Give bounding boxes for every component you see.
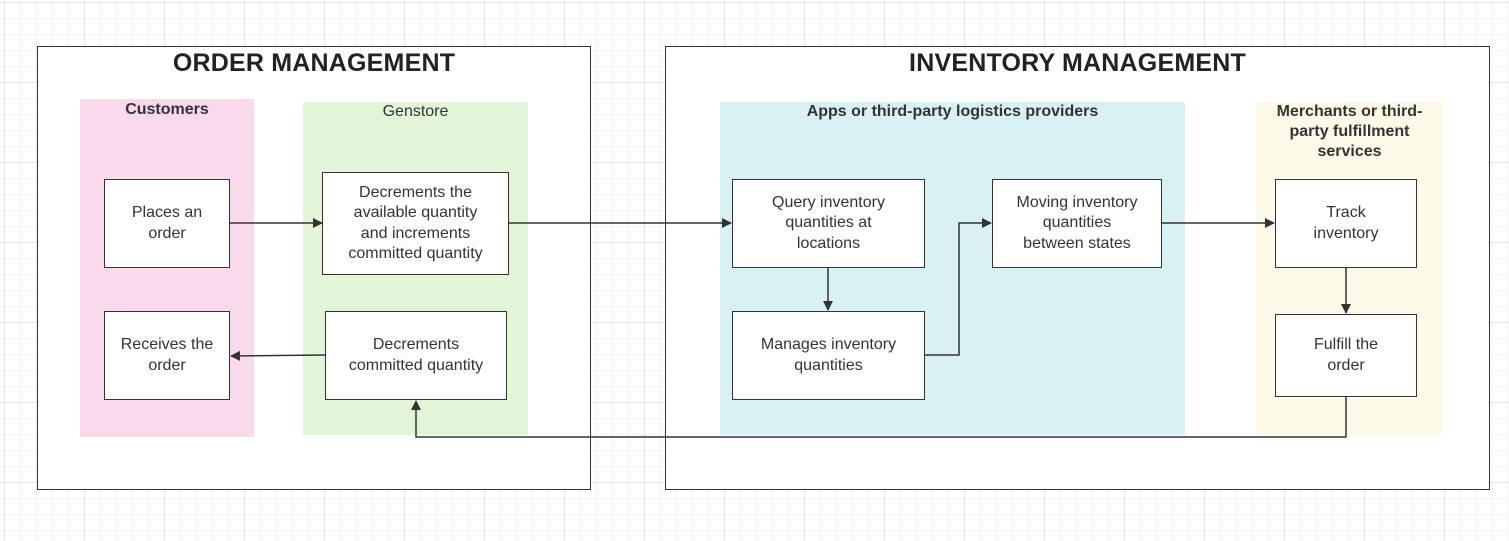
inventory-management-title: INVENTORY MANAGEMENT: [909, 49, 1246, 77]
node-decrements-committed[interactable]: Decrements committed quantity: [325, 311, 507, 400]
lane-merchants-title: Merchants or third- party fulfillment se…: [1276, 103, 1423, 160]
node-track-inventory[interactable]: Track inventory: [1275, 179, 1417, 268]
lane-apps-title: Apps or third-party logistics providers: [806, 103, 1099, 120]
lane-genstore-title: Genstore: [382, 103, 449, 120]
node-receives-order[interactable]: Receives the order: [104, 311, 230, 400]
node-moving-inventory[interactable]: Moving inventory quantities between stat…: [992, 179, 1162, 268]
lane-customers-title: Customers: [125, 101, 209, 118]
node-places-order[interactable]: Places an order: [104, 179, 230, 268]
node-decrements-available[interactable]: Decrements the available quantity and in…: [322, 172, 509, 275]
node-manages-inventory[interactable]: Manages inventory quantities: [732, 311, 925, 400]
order-management-title: ORDER MANAGEMENT: [172, 49, 456, 77]
node-fulfill-order[interactable]: Fulfill the order: [1275, 314, 1417, 397]
node-query-inventory[interactable]: Query inventory quantities at locations: [732, 179, 925, 268]
